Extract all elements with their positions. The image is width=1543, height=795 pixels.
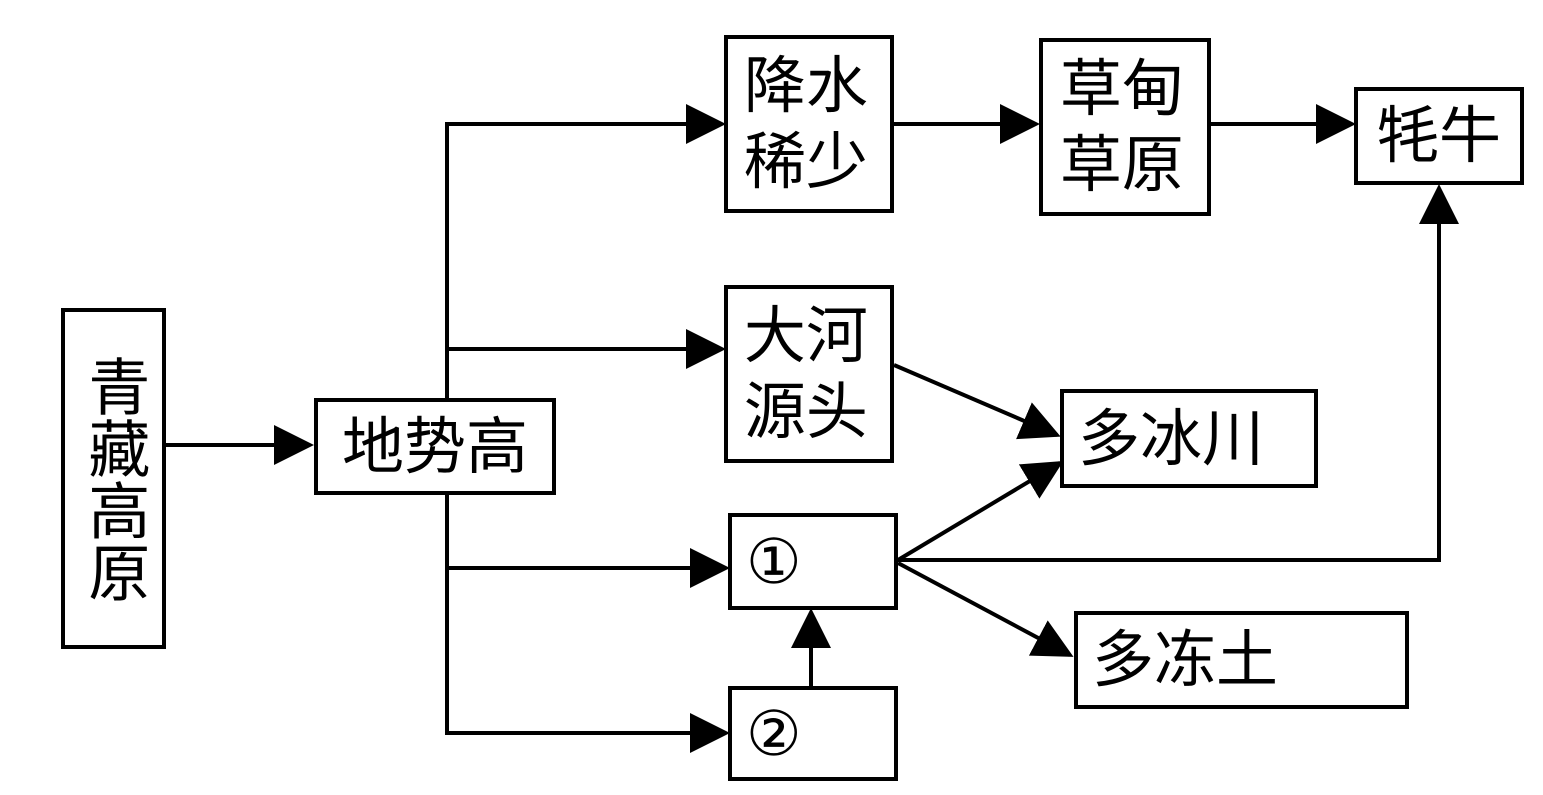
node-label: 草甸草原 [1059,52,1184,201]
arrow-unknown1-to-glaciers [896,460,1064,562]
node-yak: 牦牛 [1354,87,1524,185]
node-meadow-grassland: 草甸草原 [1039,38,1211,216]
arrow-unknown1-to-frozen-soil [897,561,1074,657]
node-label: ① [746,524,802,598]
node-unknown-1: ① [728,513,898,610]
node-label: ② [746,696,802,770]
node-river-source: 大河源头 [724,285,894,463]
node-label: 降水稀少 [743,49,868,198]
node-label: 地势高 [341,409,528,483]
arrow-river-to-glaciers [893,363,1061,440]
node-qinghai-tibet-plateau: 青藏高原 [61,308,166,649]
node-label: 青藏高原 [77,354,151,603]
node-label: 多冰川 [1078,401,1265,475]
node-high-terrain: 地势高 [314,398,556,495]
node-label: 牦牛 [1376,99,1501,173]
node-label: 多冻土 [1092,623,1279,697]
node-unknown-2: ② [728,686,898,781]
arrow-unknown1-to-yak [898,184,1459,562]
node-much-frozen-soil: 多冻土 [1074,611,1409,709]
node-label: 大河源头 [743,299,868,448]
node-many-glaciers: 多冰川 [1060,389,1318,488]
node-little-rainfall: 降水稀少 [724,35,894,213]
